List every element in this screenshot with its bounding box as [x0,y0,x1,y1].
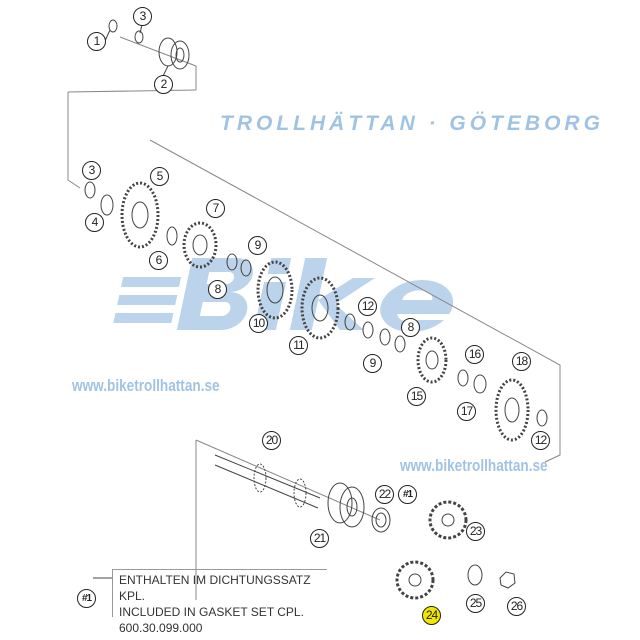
callout-12[interactable]: 12 [531,431,550,450]
callout-hash-1[interactable]: #1 [398,485,417,504]
sprocket-24 [395,560,435,600]
callout-9[interactable]: 9 [363,354,382,373]
gear-7 [182,221,218,269]
washer [134,30,144,44]
note-part-number: 600.30.099.000 [119,621,203,635]
note-line-en: INCLUDED IN GASKET SET CPL. [119,605,304,619]
callout-hash-1-legend[interactable]: #1 [77,589,96,608]
sprocket-23 [428,500,468,540]
bush-4 [100,194,114,216]
gasket-set-note: ENTHALTEN IM DICHTUNGSSATZ KPL. INCLUDED… [112,569,327,635]
callout-5[interactable]: 5 [150,167,169,186]
callout-2[interactable]: 2 [154,75,173,94]
callout-24-highlighted[interactable]: 24 [422,606,441,625]
gear-18 [494,378,530,442]
gear-15 [416,336,448,384]
watermark-url-left: www.biketrollhattan.se [72,376,220,395]
watermark-url-right: www.biketrollhattan.se [400,456,548,475]
bearing [158,37,190,70]
callout-17[interactable]: 17 [457,402,476,421]
watermark-subtitle: TROLLHÄTTAN · GÖTEBORG [220,112,604,135]
washer-6 [166,226,178,246]
callout-7[interactable]: 7 [206,199,225,218]
gear-10 [256,260,294,320]
shaft-20 [214,454,321,509]
nut-26 [499,571,516,589]
gear-5 [120,181,160,249]
callout-3[interactable]: 3 [133,7,152,26]
callout-1[interactable]: 1 [87,32,106,51]
callout-8[interactable]: 8 [208,280,227,299]
callout-26[interactable]: 26 [507,597,526,616]
callout-8[interactable]: 8 [401,318,420,337]
note-line-de: ENTHALTEN IM DICHTUNGSSATZ KPL. [119,573,311,603]
seal-22 [371,507,391,533]
circlip [108,19,118,33]
bearing-21 [327,482,365,528]
callout-9[interactable]: 9 [248,236,267,255]
callout-23[interactable]: 23 [466,522,485,541]
callout-15[interactable]: 15 [407,387,426,406]
callout-12[interactable]: 12 [358,297,377,316]
callout-18[interactable]: 18 [512,352,531,371]
gear-11 [300,276,340,340]
callout-20[interactable]: 20 [262,431,281,450]
callout-4[interactable]: 4 [85,213,104,232]
callout-6[interactable]: 6 [149,251,168,270]
callout-25[interactable]: 25 [466,594,485,613]
callout-16[interactable]: 16 [465,345,484,364]
callout-11[interactable]: 11 [289,336,308,355]
callout-3[interactable]: 3 [82,161,101,180]
washer-3 [84,181,96,199]
callout-10[interactable]: 10 [249,314,268,333]
callout-21[interactable]: 21 [310,529,329,548]
callout-22[interactable]: 22 [375,485,394,504]
washer-25 [467,564,483,586]
